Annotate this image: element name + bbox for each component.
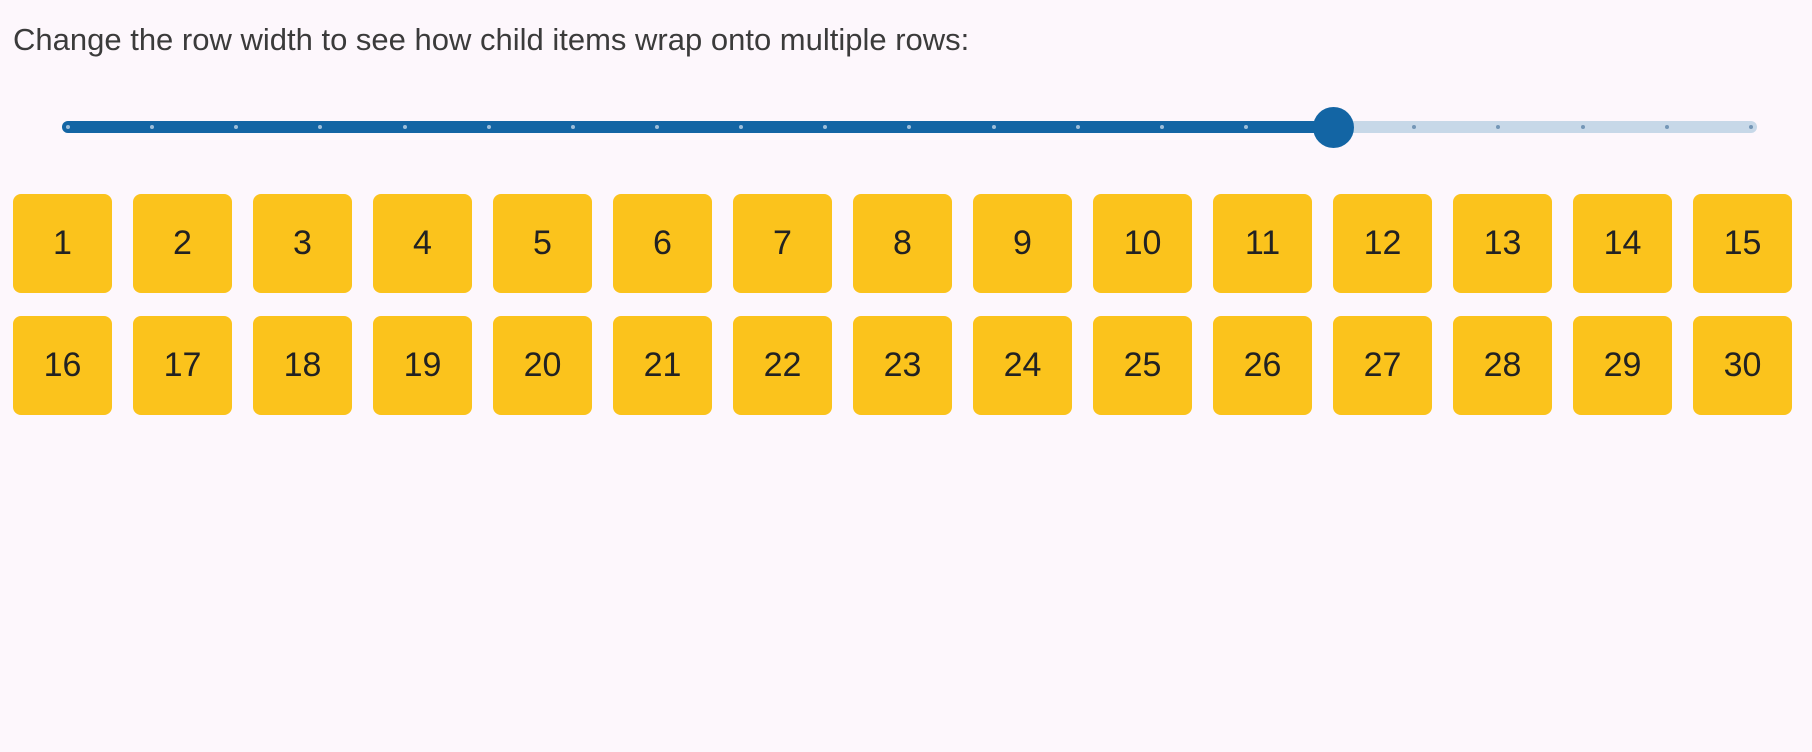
grid-item: 23	[853, 316, 952, 415]
grid-item: 8	[853, 194, 952, 293]
grid-item: 27	[1333, 316, 1432, 415]
slider-track-active	[62, 121, 1334, 133]
grid-item: 7	[733, 194, 832, 293]
grid-item: 17	[133, 316, 232, 415]
grid-item: 16	[13, 316, 112, 415]
grid-item: 20	[493, 316, 592, 415]
grid-item: 19	[373, 316, 472, 415]
instruction-text: Change the row width to see how child it…	[13, 22, 970, 57]
grid-item: 2	[133, 194, 232, 293]
grid-item: 9	[973, 194, 1072, 293]
grid-item: 13	[1453, 194, 1552, 293]
grid-item: 10	[1093, 194, 1192, 293]
slider-thumb[interactable]	[1312, 107, 1354, 148]
grid-item: 12	[1333, 194, 1432, 293]
grid-item: 18	[253, 316, 352, 415]
grid-item: 4	[373, 194, 472, 293]
grid-item: 30	[1693, 316, 1792, 415]
grid-item: 24	[973, 316, 1072, 415]
row-width-slider[interactable]	[62, 107, 1757, 148]
grid-item: 5	[493, 194, 592, 293]
grid-item: 28	[1453, 316, 1552, 415]
grid-item: 22	[733, 316, 832, 415]
grid-item: 15	[1693, 194, 1792, 293]
grid-item: 1	[13, 194, 112, 293]
grid-item: 11	[1213, 194, 1312, 293]
grid-item: 21	[613, 316, 712, 415]
grid-item: 14	[1573, 194, 1672, 293]
grid-item: 26	[1213, 316, 1312, 415]
grid-item: 25	[1093, 316, 1192, 415]
grid-item: 3	[253, 194, 352, 293]
grid-item: 6	[613, 194, 712, 293]
grid-item: 29	[1573, 316, 1672, 415]
